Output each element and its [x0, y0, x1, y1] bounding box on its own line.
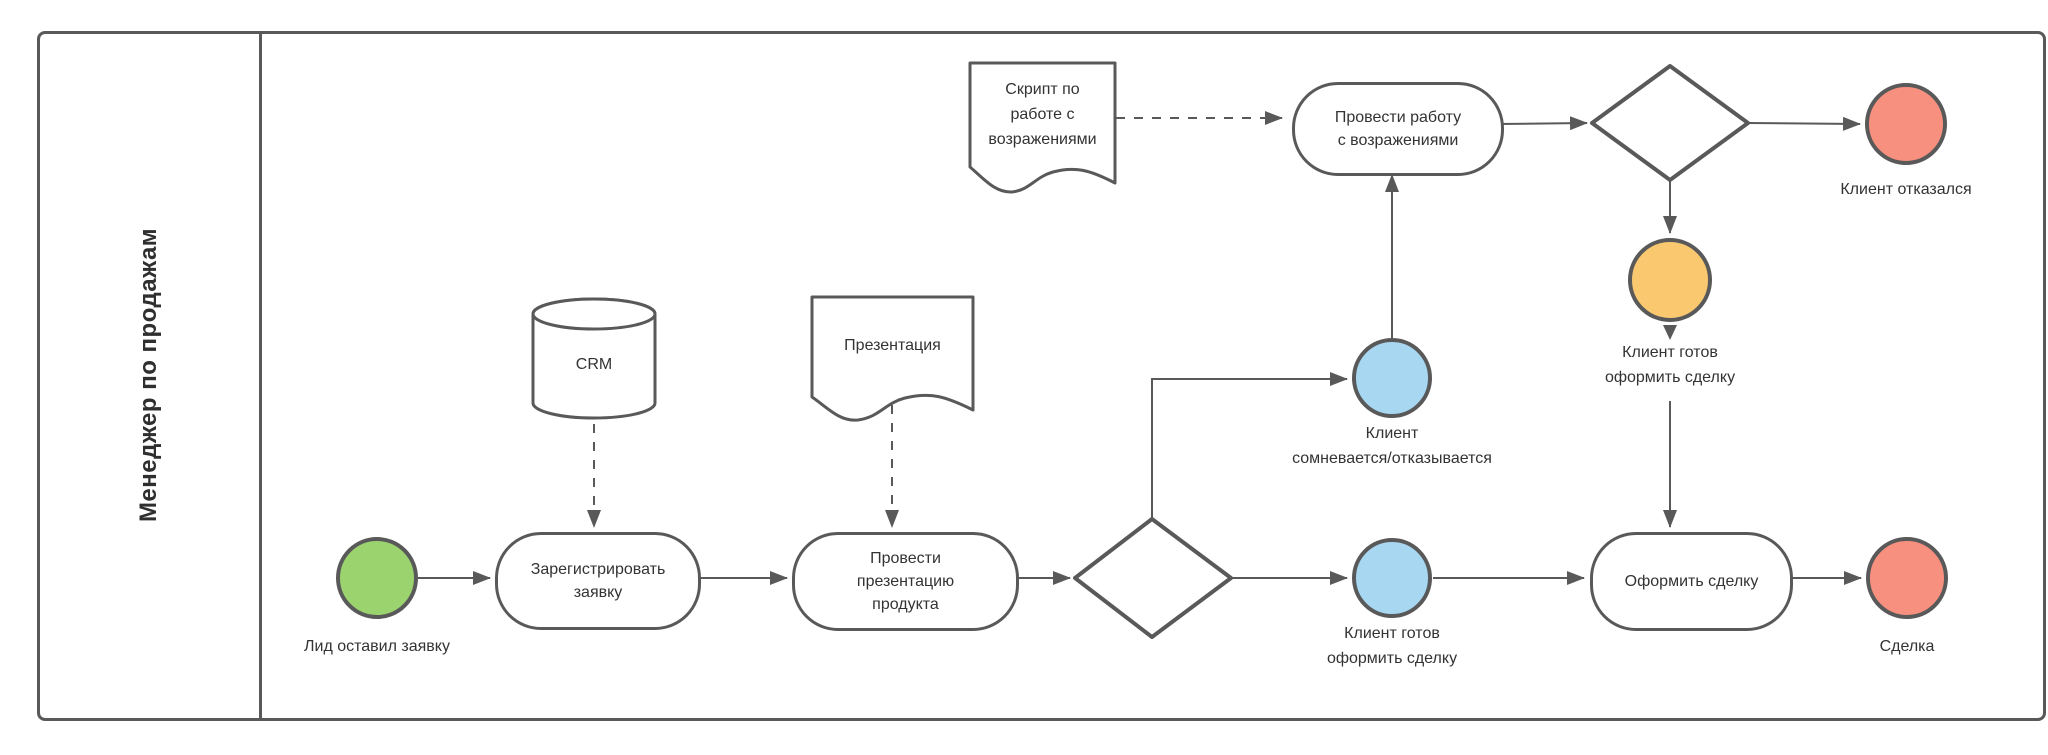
- arrowhead-below-ready-event: [1663, 325, 1677, 340]
- flow-gateway2-to-refused: [1747, 116, 1861, 131]
- start-event-label: Лид оставил заявку: [304, 638, 450, 655]
- objection-script-document-shape[interactable]: [968, 61, 1117, 194]
- lane-separator: [259, 31, 262, 718]
- pool-border: [37, 31, 2046, 721]
- flow-objections-to-gateway2: [1497, 116, 1588, 131]
- end-event-deal[interactable]: [1866, 537, 1948, 619]
- end-event-deal-label: Сделка: [1879, 638, 1935, 655]
- crm-datastore-shape[interactable]: [531, 297, 657, 420]
- task-product-presentation[interactable]: Провести презентацию продукта: [792, 532, 1019, 631]
- end-event-client-refused-label: Клиент отказался: [1840, 181, 1972, 198]
- event-client-ready[interactable]: [1352, 538, 1432, 618]
- task-close-deal[interactable]: Оформить сделку: [1590, 532, 1793, 631]
- task-register-request[interactable]: Зарегистрировать заявку: [495, 532, 701, 630]
- start-event-lead[interactable]: [336, 537, 418, 619]
- presentation-document-shape[interactable]: [810, 295, 975, 422]
- flow-gateway-to-client-doubts: [1151, 372, 1348, 519]
- gateway-objection-outcome[interactable]: [1590, 64, 1750, 182]
- event-ready-after-objections[interactable]: [1628, 238, 1712, 322]
- event-ready-after-objections-label: Клиент готов оформить сделку: [1604, 344, 1736, 386]
- end-event-client-refused[interactable]: [1865, 83, 1947, 165]
- event-client-ready-label: Клиент готов оформить сделку: [1326, 625, 1458, 667]
- event-client-doubts-label: Клиент сомневается/отказывается: [1292, 425, 1492, 467]
- gateway-client-decision[interactable]: [1073, 517, 1233, 639]
- event-client-doubts[interactable]: [1352, 338, 1432, 418]
- task-handle-objections[interactable]: Провести работу с возражениями: [1292, 82, 1504, 176]
